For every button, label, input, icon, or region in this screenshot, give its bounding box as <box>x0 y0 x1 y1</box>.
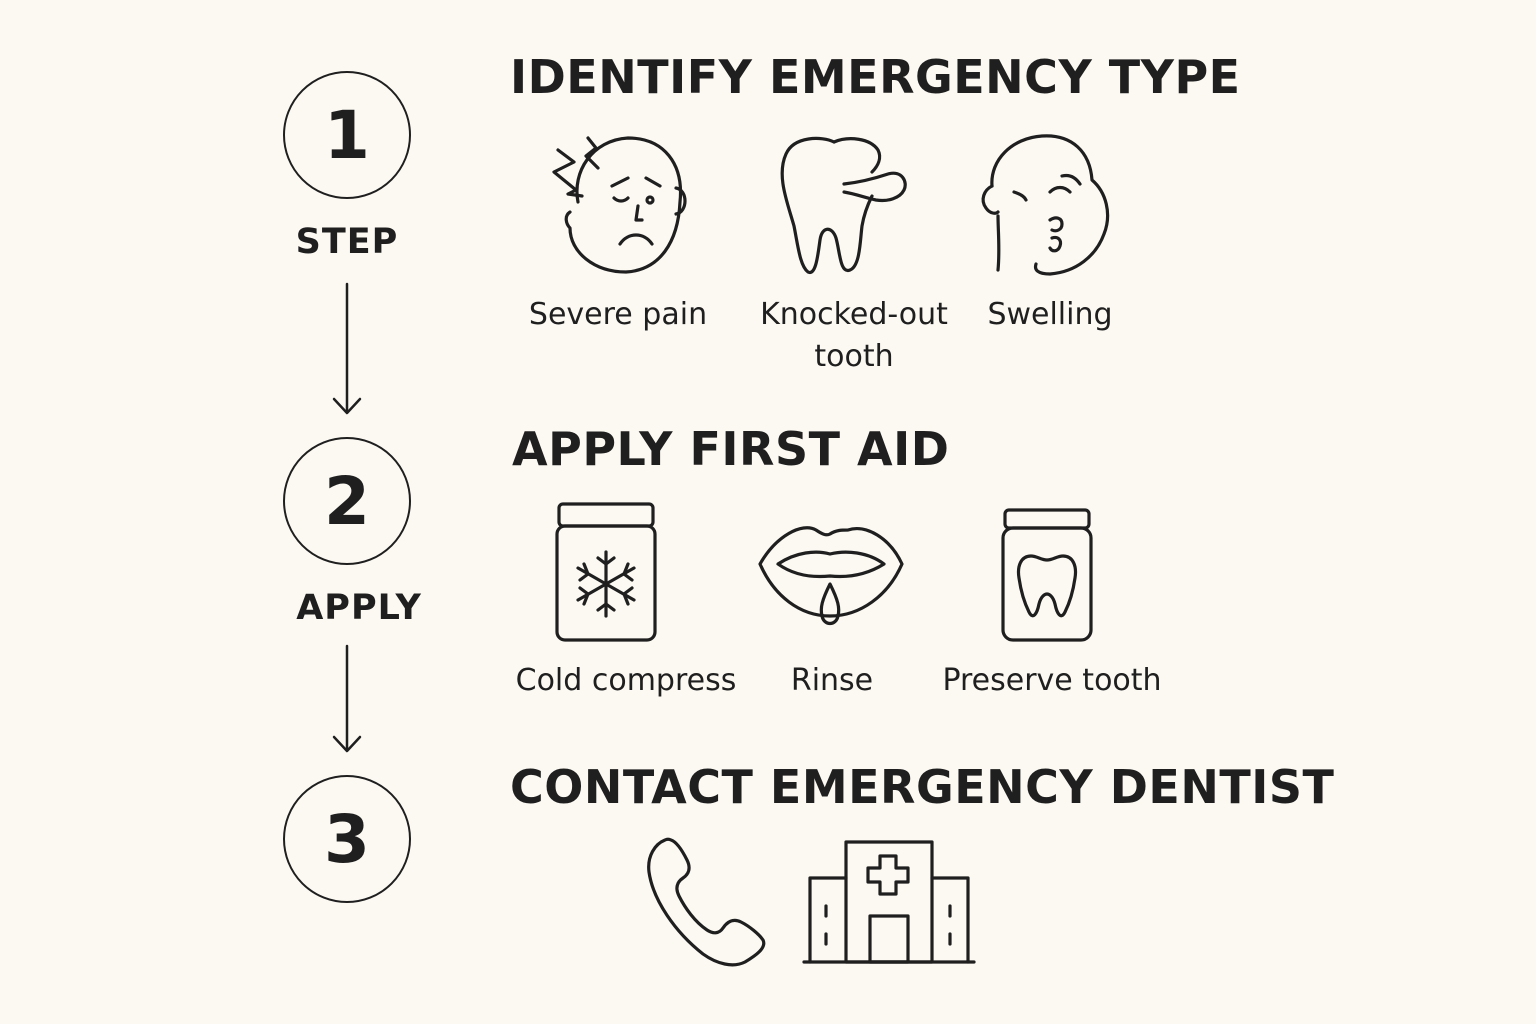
severe-pain-label: Severe pain <box>528 297 708 332</box>
cold-compress-label: Cold compress <box>515 663 737 698</box>
swollen-face-icon <box>981 134 1110 276</box>
hospital-icon <box>802 840 976 964</box>
step-2-label: APPLY <box>296 588 422 628</box>
step-1-number: 1 <box>324 96 370 174</box>
arrow-down-icon <box>332 644 362 753</box>
tooth-jar-icon <box>1001 508 1093 642</box>
step-3-heading: CONTACT EMERGENCY DENTIST <box>510 760 1335 814</box>
step-3-circle: 3 <box>283 775 411 903</box>
step-2-heading: APPLY FIRST AID <box>512 422 950 476</box>
step-2-circle: 2 <box>283 437 411 565</box>
step-2-number: 2 <box>324 462 370 540</box>
arrow-down-icon <box>332 282 362 415</box>
knocked-tooth-icon <box>780 136 907 274</box>
pain-face-icon <box>552 136 687 274</box>
step-1-heading: IDENTIFY EMERGENCY TYPE <box>510 50 1241 104</box>
rinse-mouth-icon <box>758 526 904 626</box>
step-3-number: 3 <box>324 800 370 878</box>
swelling-label: Swelling <box>987 297 1113 332</box>
preserve-tooth-label: Preserve tooth <box>942 663 1162 698</box>
rinse-label: Rinse <box>790 663 874 698</box>
step-1-circle: 1 <box>283 71 411 199</box>
cold-compress-jar-icon <box>555 502 657 642</box>
phone-icon <box>647 837 766 967</box>
step-1-label: STEP <box>295 222 399 262</box>
knocked-out-tooth-label: Knocked-out tooth <box>760 297 948 374</box>
